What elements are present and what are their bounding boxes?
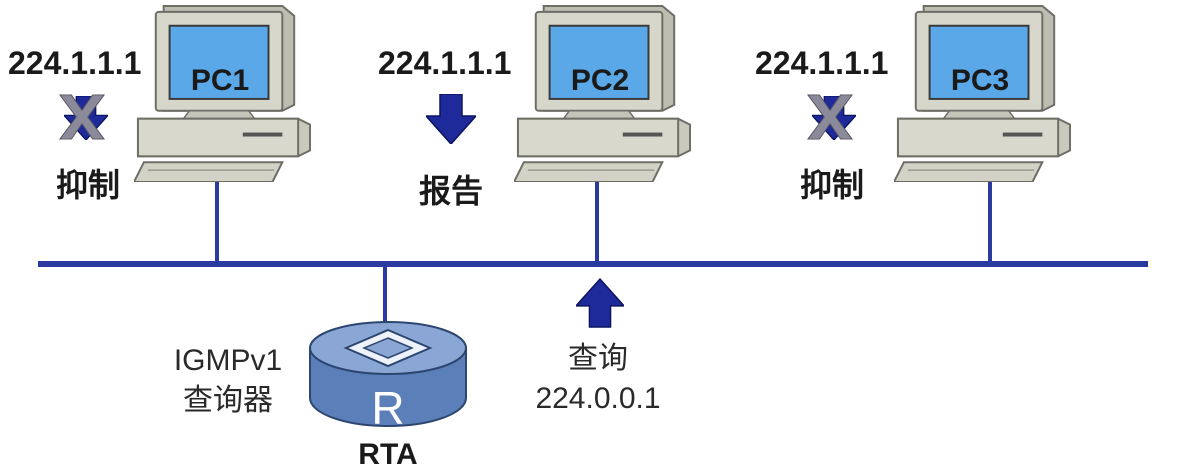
- pc1-action-label: 抑制: [56, 167, 120, 203]
- query-address: 224.0.0.1: [535, 382, 660, 415]
- pc3-label: PC3: [951, 64, 1009, 97]
- pc1-node: PC1 224.1.1.1 抑制: [8, 4, 312, 203]
- pc1-group-address: 224.1.1.1: [8, 45, 141, 81]
- pc2-group-address: 224.1.1.1: [378, 45, 511, 81]
- query-label: 查询: [568, 342, 628, 375]
- pc2-node: PC2 224.1.1.1 报告: [378, 4, 692, 209]
- pc2-action-label: 报告: [419, 173, 483, 209]
- pc2-label: PC2: [571, 64, 629, 97]
- pc3-node: PC3 224.1.1.1 抑制: [755, 4, 1072, 203]
- down-arrow-icon: [426, 94, 476, 144]
- pc3-action-label: 抑制: [800, 167, 864, 203]
- router-node: R RTA IGMPv1 查询器: [174, 321, 467, 468]
- up-arrow-icon: [576, 278, 624, 328]
- router-letter: R: [371, 382, 404, 434]
- query-indicator: 查询 224.0.0.1: [535, 278, 661, 415]
- router-role: 查询器: [183, 384, 273, 417]
- router-name: RTA: [358, 438, 417, 468]
- pc1-label: PC1: [191, 64, 249, 97]
- pc3-group-address: 224.1.1.1: [755, 45, 888, 81]
- router-protocol: IGMPv1: [174, 344, 282, 377]
